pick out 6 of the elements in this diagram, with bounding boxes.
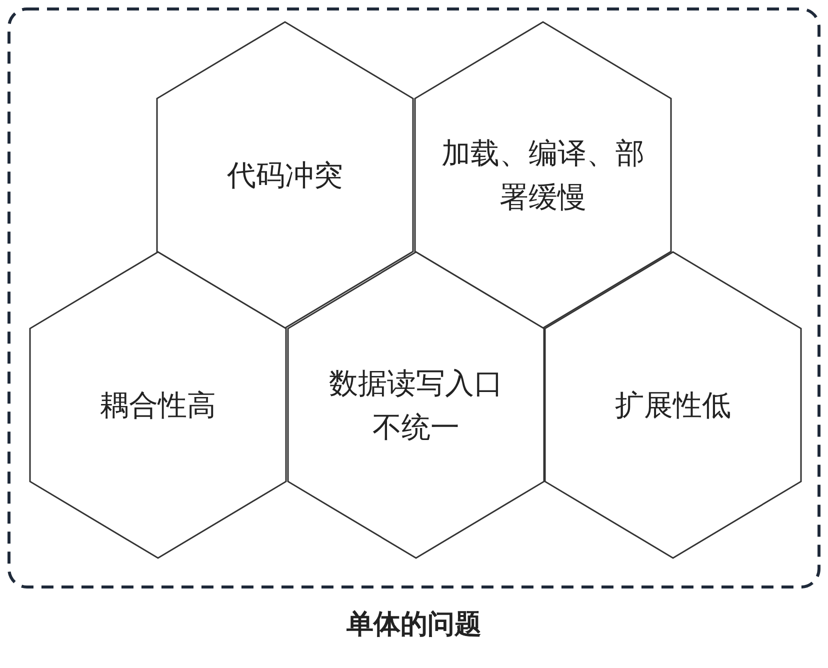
hexagon-label: 加载、编译、部署缓慢 [440,135,646,216]
hexagon-label: 数据读写入口不统一 [328,365,504,446]
hexagon-label: 耦合性高 [99,387,217,424]
title-text: 单体的问题 [346,608,482,642]
hexagon-label: 扩展性低 [614,387,732,424]
hexagon-label: 代码冲突 [226,157,344,194]
